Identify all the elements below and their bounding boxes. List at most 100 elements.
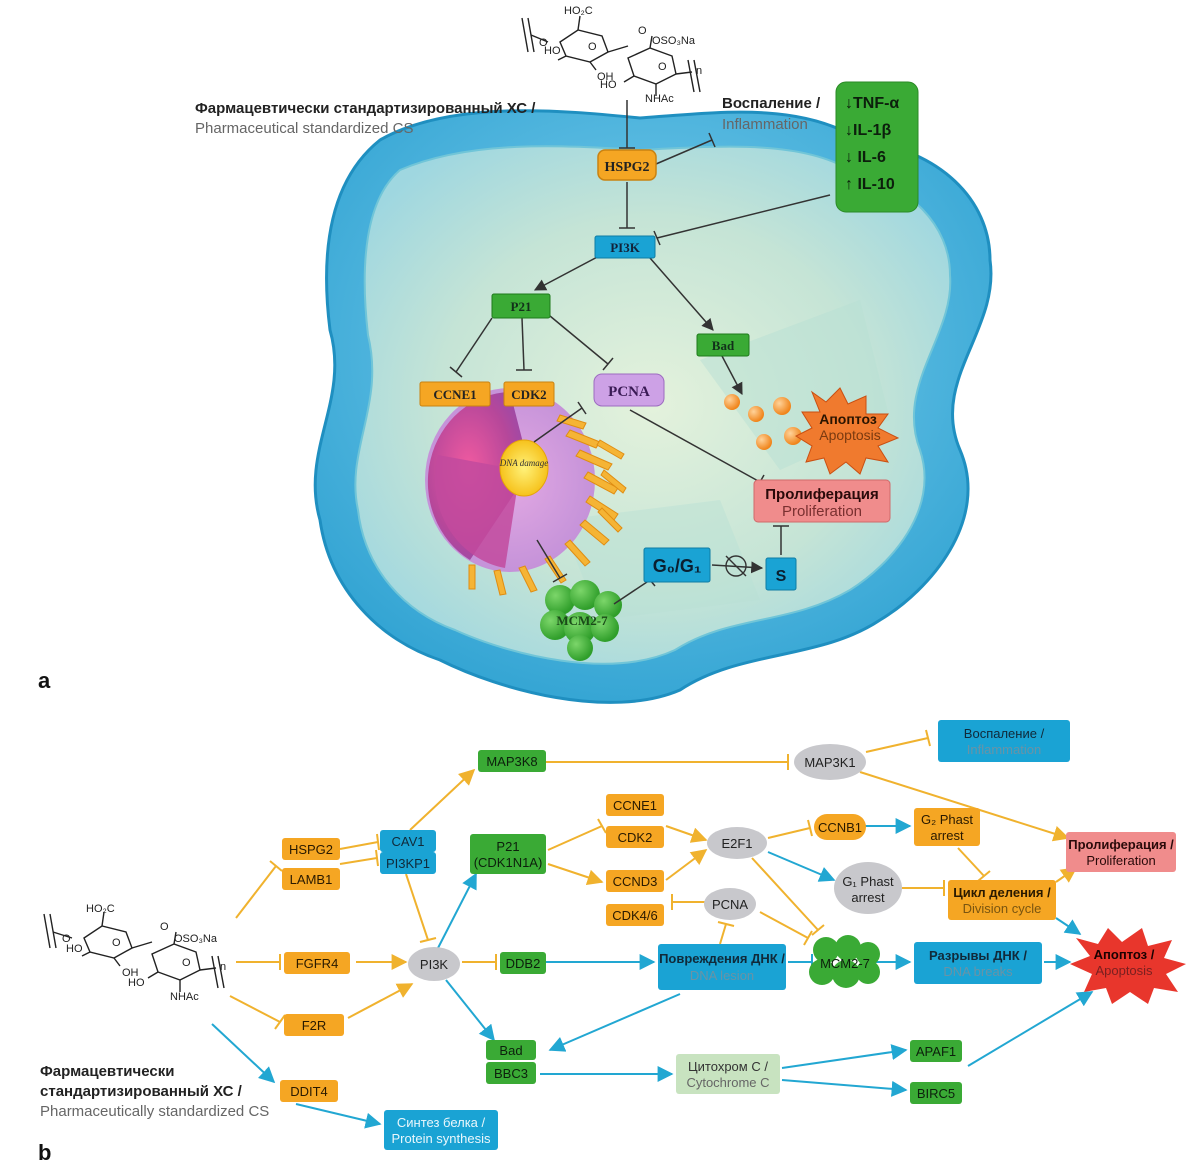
- node-f2r: F2R: [284, 1014, 344, 1036]
- svg-text:Цитохром С /: Цитохром С /: [688, 1059, 768, 1074]
- node-cdk2-b: CDK2: [606, 826, 664, 848]
- node-ddit4: DDIT4: [280, 1080, 338, 1102]
- svg-text:HO₂C: HO₂C: [564, 5, 593, 17]
- svg-text:OSO₃Na: OSO₃Na: [652, 35, 696, 47]
- endoplasmic-reticulum: [468, 414, 627, 596]
- node-pi3k-b: PI3K: [408, 947, 460, 981]
- node-birc5: BIRC5: [910, 1082, 962, 1104]
- node-dna-breaks: Разрывы ДНК / DNA breaks: [914, 942, 1042, 984]
- cs-molecule-a-labels: HO₂C O O HO OH O OSO₃Na O HO NHAc n: [539, 5, 702, 105]
- svg-text:Apoptosis: Apoptosis: [819, 427, 880, 443]
- node-proliferation-b: Пролиферация / Proliferation: [1066, 832, 1176, 872]
- svg-text:OSO₃Na: OSO₃Na: [174, 933, 218, 945]
- cs-label-ru-b-1: Фармацевтически: [40, 1063, 174, 1080]
- node-apoptosis-a: Апоптоз Apoptosis: [794, 387, 900, 475]
- panel-a-label: a: [38, 668, 51, 693]
- node-hspg2-b: HSPG2: [282, 838, 340, 860]
- svg-text:HO₂C: HO₂C: [86, 903, 115, 915]
- svg-text:P21: P21: [511, 299, 532, 314]
- svg-text:Воспаление /: Воспаление /: [964, 726, 1045, 741]
- svg-text:MCM2-7: MCM2-7: [820, 956, 870, 971]
- svg-text:HSPG2: HSPG2: [289, 842, 333, 857]
- node-g0g1-a: G₀/G₁: [643, 547, 711, 583]
- svg-text:CCNE1: CCNE1: [433, 387, 476, 402]
- cs-label-ru-b-2: стандартизированный ХС /: [40, 1083, 243, 1100]
- panel-b-label: b: [38, 1140, 51, 1165]
- node-bad-b: Bad: [486, 1040, 536, 1060]
- svg-text:S: S: [776, 568, 787, 585]
- svg-text:O: O: [658, 61, 667, 73]
- svg-text:NHAc: NHAc: [170, 991, 199, 1003]
- panel-b: MAP3K8 MAP3K1 Воспаление / Inflammation …: [38, 720, 1186, 1165]
- node-ddb2: DDB2: [500, 952, 546, 974]
- dna-damage-spot: [499, 439, 549, 497]
- svg-text:O: O: [62, 933, 71, 945]
- svg-text:CCNE1: CCNE1: [613, 798, 657, 813]
- svg-text:arrest: arrest: [851, 890, 885, 905]
- panel-a: DNA damage MCM2-7: [38, 5, 993, 704]
- node-protein-synthesis: Синтез белка / Protein synthesis: [384, 1110, 498, 1150]
- node-cdk2-a: CDK2: [503, 381, 555, 407]
- node-p21-b: P21 (CDK1N1A): [470, 834, 546, 874]
- cytokine-tnf: ↓TNF-α: [845, 95, 899, 112]
- svg-text:CAV1: CAV1: [392, 834, 425, 849]
- svg-text:n: n: [220, 961, 226, 973]
- cytokine-il1: ↓IL-1β: [845, 122, 891, 139]
- node-fgfr4: FGFR4: [284, 952, 350, 974]
- svg-text:Cytochrome C: Cytochrome C: [686, 1075, 769, 1090]
- svg-text:Inflammation: Inflammation: [967, 742, 1041, 757]
- svg-text:Синтез белка /: Синтез белка /: [397, 1115, 486, 1130]
- svg-text:BIRC5: BIRC5: [917, 1086, 955, 1101]
- node-bad-a: Bad: [696, 333, 750, 357]
- svg-text:PI3K: PI3K: [420, 957, 449, 972]
- svg-text:PCNA: PCNA: [712, 897, 748, 912]
- svg-text:DNA lesion: DNA lesion: [690, 968, 754, 983]
- node-ccne1-b: CCNE1: [606, 794, 664, 816]
- svg-text:CCNB1: CCNB1: [818, 820, 862, 835]
- node-proliferation-a: Пролиферация Proliferation: [753, 479, 891, 523]
- svg-text:P21: P21: [496, 839, 519, 854]
- svg-text:G₀/G₁: G₀/G₁: [653, 556, 702, 576]
- node-ccnb1: CCNB1: [814, 814, 866, 840]
- svg-text:MAP3K1: MAP3K1: [804, 755, 855, 770]
- svg-text:Пролиферация /: Пролиферация /: [1068, 837, 1174, 852]
- cytokine-il6: ↓ IL-6: [845, 149, 886, 166]
- svg-text:CDK2: CDK2: [511, 387, 546, 402]
- svg-text:Bad: Bad: [712, 338, 735, 353]
- node-g2-arrest: G₂ Phast arrest: [914, 808, 980, 846]
- cs-molecule-a: [521, 15, 701, 96]
- node-division-cycle: Цикл деления / Division cycle: [948, 880, 1056, 920]
- svg-text:CDK4/6: CDK4/6: [612, 908, 658, 923]
- node-cdk46: CDK4/6: [606, 904, 664, 926]
- panel-a-edges: [449, 100, 831, 605]
- svg-text:OH: OH: [597, 71, 614, 83]
- node-lamb1: LAMB1: [282, 868, 340, 890]
- svg-text:O: O: [539, 37, 548, 49]
- svg-text:Разрывы ДНК /: Разрывы ДНК /: [929, 948, 1027, 963]
- cs-molecule-b: [43, 911, 225, 992]
- cycle-symbol: [725, 555, 747, 577]
- node-pcna-a: PCNA: [593, 373, 665, 407]
- node-bbc3: BBC3: [486, 1062, 536, 1084]
- svg-text:DDIT4: DDIT4: [290, 1084, 328, 1099]
- node-pi3k-a: PI3K: [594, 235, 656, 259]
- nucleus-inner: [434, 455, 520, 568]
- svg-text:O: O: [182, 957, 191, 969]
- svg-text:HO: HO: [544, 45, 561, 57]
- node-mcm-b: MCM2-7: [809, 935, 880, 988]
- svg-text:NHAc: NHAc: [645, 93, 674, 105]
- node-ccnd3: CCND3: [606, 870, 664, 892]
- svg-text:LAMB1: LAMB1: [290, 872, 333, 887]
- svg-text:Повреждения ДНК /: Повреждения ДНК /: [659, 951, 785, 966]
- node-cytochrome-c: Цитохром С / Cytochrome C: [676, 1054, 780, 1094]
- svg-text:HSPG2: HSPG2: [604, 160, 649, 175]
- svg-text:DDB2: DDB2: [506, 956, 541, 971]
- svg-text:Цикл деления /: Цикл деления /: [953, 885, 1051, 900]
- node-map3k1: MAP3K1: [794, 744, 866, 780]
- svg-text:Protein synthesis: Protein synthesis: [392, 1131, 491, 1146]
- svg-text:n: n: [696, 65, 702, 77]
- svg-text:Bad: Bad: [499, 1043, 522, 1058]
- svg-text:Proliferation: Proliferation: [1086, 853, 1155, 868]
- svg-text:Apoptosis: Apoptosis: [1095, 963, 1153, 978]
